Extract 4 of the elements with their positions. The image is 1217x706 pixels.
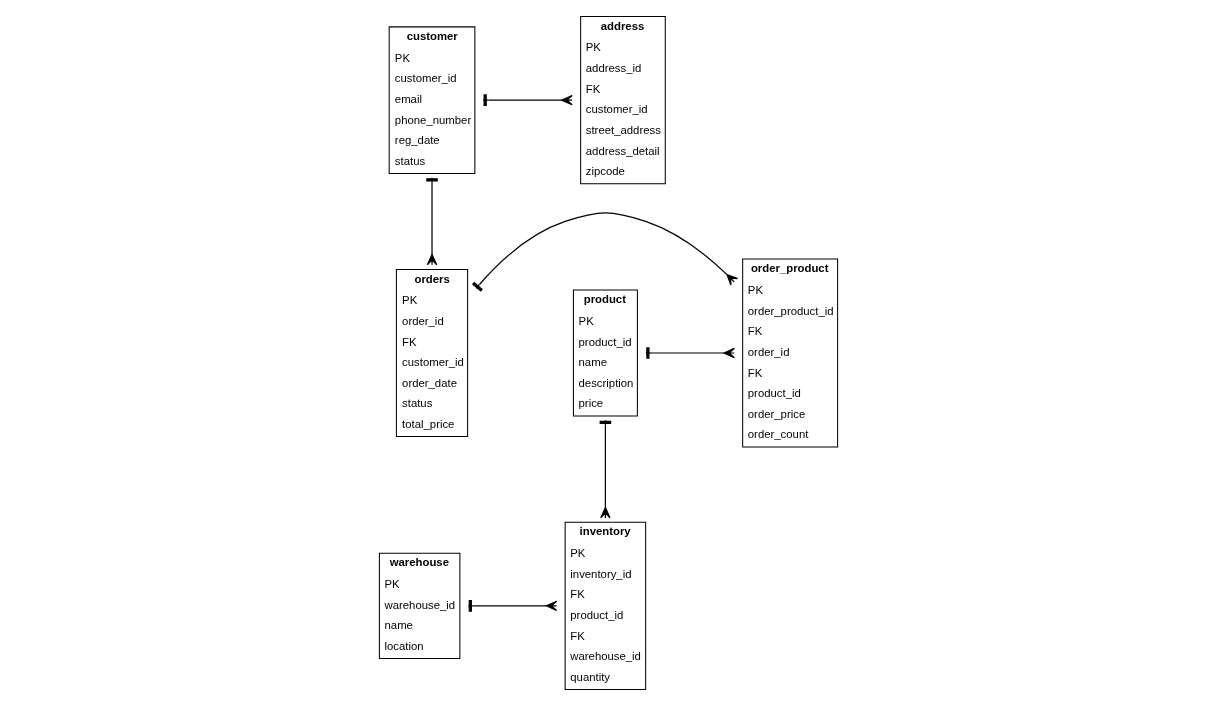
connector <box>482 94 573 106</box>
connector <box>645 347 735 359</box>
connector <box>472 212 739 292</box>
connector <box>426 177 438 266</box>
